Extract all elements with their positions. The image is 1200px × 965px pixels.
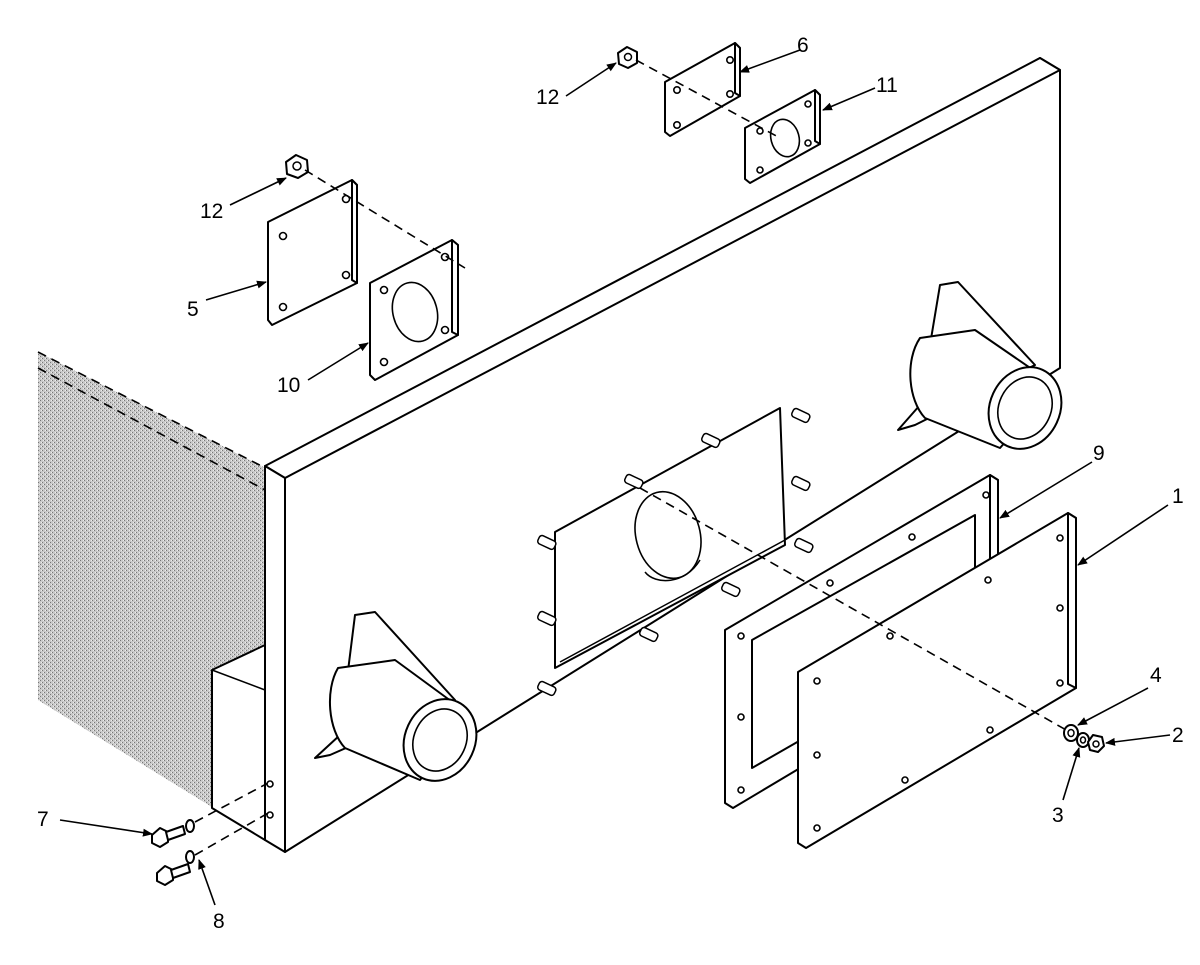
callout-11: 11 [876,74,898,97]
callout-12-left: 12 [200,200,223,223]
callout-1: 1 [1172,485,1184,508]
right-nozzle [897,281,1063,450]
callout-8: 8 [213,910,225,933]
assembly-line-right-top [635,59,781,139]
callout-4: 4 [1150,664,1162,687]
mounting-studs [536,407,814,697]
washer-4 [1063,724,1079,742]
flange-plate-10 [369,239,459,381]
callout-leaders [59,49,1171,906]
callout-7: 7 [37,808,49,831]
bracket-hole-upper [266,780,274,788]
callout-3: 3 [1052,804,1064,827]
callout-10: 10 [277,374,300,397]
callout-5: 5 [187,298,199,321]
assembly-line-center [639,487,1076,736]
housing-body [211,57,1061,853]
callout-6: 6 [797,34,809,57]
nut-12-right [617,46,638,69]
bolt-7-lower [156,850,195,886]
bracket-hole-lower [266,811,274,819]
nut-2 [1087,734,1105,753]
nut-12-left [285,154,309,179]
assembly-line-left-top [304,169,466,269]
lockwasher-3 [1076,732,1090,748]
callout-2: 2 [1172,724,1184,747]
bolt-7-upper [151,819,195,848]
cover-plate-1 [797,512,1077,849]
cover-plate-5 [267,179,358,326]
callout-12-right: 12 [536,86,559,109]
flange-plate-11 [744,89,821,184]
left-nozzle [314,611,478,782]
callout-9: 9 [1093,442,1105,465]
cover-plate-6 [664,42,741,137]
